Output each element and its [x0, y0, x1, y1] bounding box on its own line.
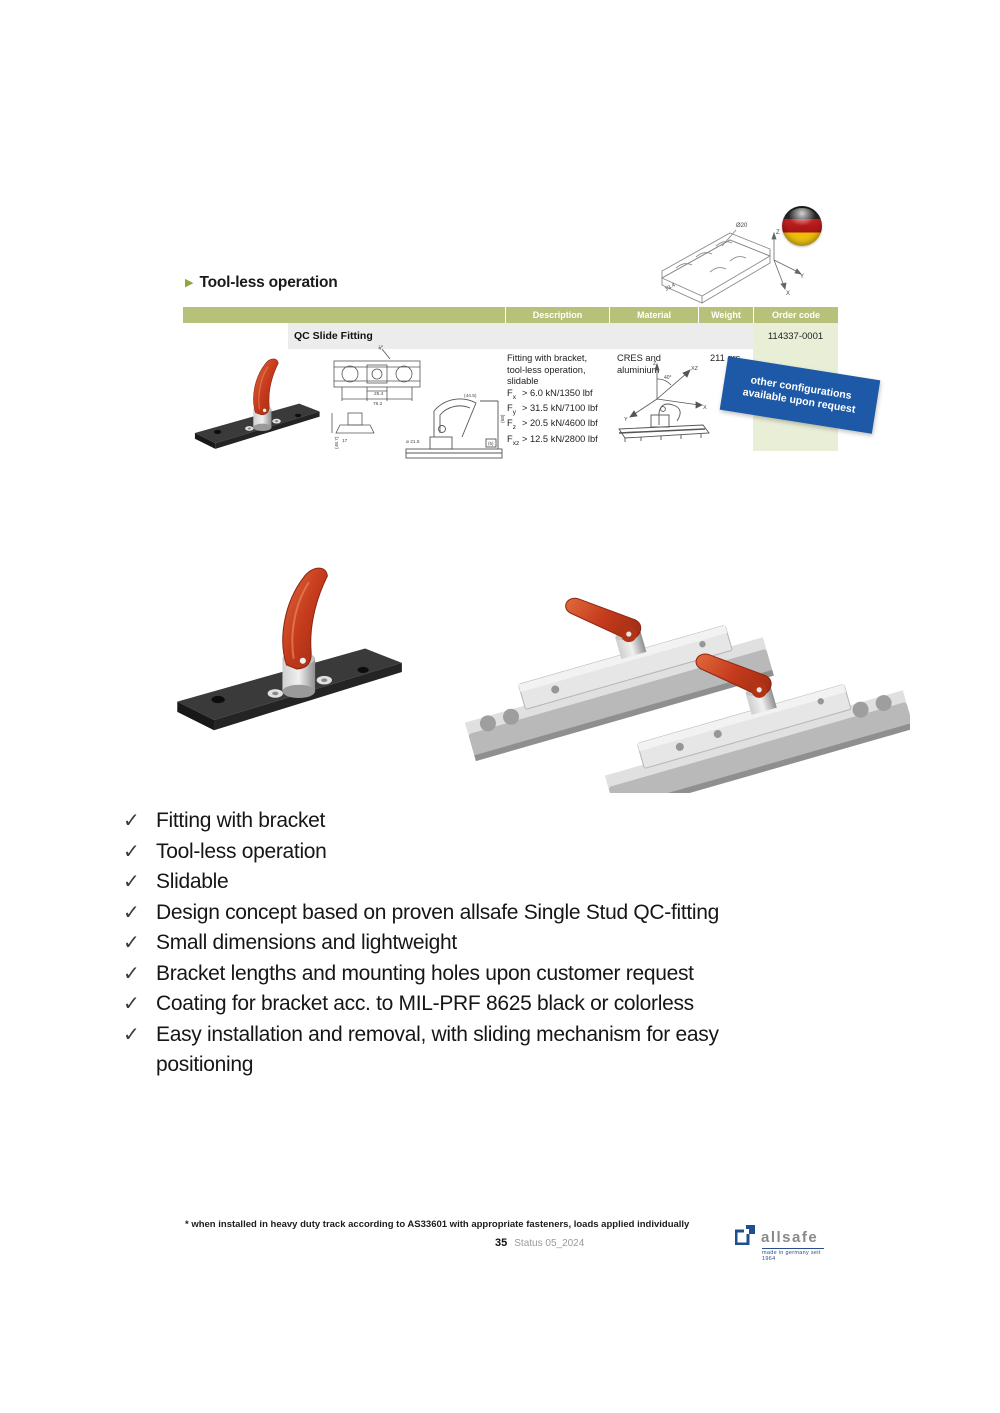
desc-line: tool-less operation, — [507, 364, 586, 375]
material-line: CRES and — [617, 353, 661, 363]
svg-text:17: 17 — [342, 438, 348, 444]
feature-text: Design concept based on proven allsafe S… — [156, 900, 720, 924]
feature-text: Small dimensions and lightweight — [156, 931, 457, 954]
status-label: Status 05_2024 — [514, 1238, 585, 1249]
svg-text:Z: Z — [776, 230, 780, 236]
check-icon: ✓ — [123, 810, 140, 832]
svg-text:(44.5): (44.5) — [464, 393, 477, 399]
product-name-row: QC Slide Fitting 114337-0001 — [183, 323, 838, 349]
svg-text:X: X — [786, 291, 790, 297]
svg-text:Y: Y — [800, 274, 804, 280]
load-direction-sketch: Z XZ Y X 40° — [618, 361, 710, 442]
desc-line: Fitting with bracket, — [507, 353, 588, 363]
svg-text:25.4: 25.4 — [374, 391, 384, 397]
page-info: 35 Status 05_2024 — [495, 1237, 584, 1249]
feature-text: Coating for bracket acc. to MIL-PRF 8625… — [156, 992, 694, 1015]
feature-text: Easy installation and removal, with slid… — [156, 1022, 719, 1077]
check-icon: ✓ — [123, 962, 140, 985]
force-spec: Fx > 6.0 kN/1350 lbf — [507, 387, 593, 401]
material-line: aluminium — [617, 364, 660, 375]
force-spec: Fy > 31.5 kN/7100 lbf — [507, 402, 598, 416]
product-content-row: 25.4 76.2 ø20 (48.7) 17 — [183, 345, 838, 461]
feature-checklist: ✓ Fitting with bracket ✓ Tool-less opera… — [123, 806, 788, 1081]
check-icon: ✓ — [123, 932, 140, 954]
svg-text:76.2: 76.2 — [373, 401, 383, 407]
logo-tagline: made in germany seit 1964 — [762, 1248, 824, 1262]
page-title: Tool-less operation — [199, 274, 338, 291]
technical-drawings: 25.4 76.2 ø20 (48.7) 17 — [331, 345, 506, 459]
feature-item: ✓ Coating for bracket acc. to MIL-PRF 86… — [123, 989, 788, 1020]
allsafe-wordmark: allsafe — [761, 1229, 819, 1246]
svg-text:Y: Y — [624, 417, 628, 423]
section-heading: ▶ Tool-less operation — [185, 274, 338, 292]
svg-text:XZ: XZ — [691, 366, 699, 372]
svg-text:Ø20: Ø20 — [736, 223, 748, 229]
feature-item: ✓ Slidable — [123, 867, 788, 898]
force-spec: Fz > 20.5 kN/4600 lbf — [507, 418, 598, 432]
track-rail-drawing: Ø20 33.4 Z Y X — [660, 223, 804, 304]
col-material: Material — [609, 307, 698, 323]
svg-text:(5): (5) — [488, 441, 494, 446]
desc-line: slidable — [507, 376, 539, 386]
feature-item: ✓ Tool-less operation — [123, 837, 788, 868]
check-icon: ✓ — [123, 840, 140, 863]
col-weight: Weight — [698, 307, 753, 323]
svg-text:Z: Z — [653, 361, 657, 367]
description-cell: Fitting with bracket, tool-less operatio… — [507, 353, 609, 449]
german-flag-icon — [782, 206, 822, 246]
table-header-row: Description Material Weight Order code — [183, 307, 838, 323]
col-order-code: Order code — [753, 307, 838, 323]
feature-item: ✓ Bracket lengths and mounting holes upo… — [123, 959, 788, 990]
col-description: Description — [505, 307, 609, 323]
feature-text: Tool-less operation — [156, 839, 327, 863]
product-name: QC Slide Fitting — [288, 323, 753, 349]
feature-text: Fitting with bracket — [156, 809, 326, 832]
svg-text:ø20: ø20 — [377, 345, 387, 351]
heading-arrow-icon: ▶ — [185, 276, 194, 289]
check-icon: ✓ — [123, 993, 140, 1015]
product-photo-fitting — [176, 567, 403, 732]
material-cell: CRES and aluminium — [617, 353, 705, 376]
feature-item: ✓ Design concept based on proven allsafe… — [123, 898, 788, 929]
svg-text:ø 21.5: ø 21.5 — [406, 439, 420, 445]
product-spec-table: Description Material Weight Order code Q… — [183, 307, 838, 459]
order-code-value: 114337-0001 — [753, 323, 838, 349]
check-icon: ✓ — [123, 901, 140, 924]
page-number: 35 — [495, 1237, 508, 1249]
svg-text:(48.7): (48.7) — [334, 436, 340, 449]
svg-text:33.4: 33.4 — [664, 282, 676, 292]
svg-text:40°: 40° — [664, 375, 672, 381]
feature-text: Slidable — [156, 870, 229, 893]
table-header-spacer — [183, 307, 505, 323]
feature-item: ✓ Fitting with bracket — [123, 806, 788, 837]
check-icon: ✓ — [123, 1023, 140, 1046]
product-photo-small — [194, 358, 321, 450]
allsafe-logo-icon — [735, 1225, 755, 1245]
feature-item: ✓ Easy installation and removal, with sl… — [123, 1020, 788, 1081]
check-icon: ✓ — [123, 871, 140, 893]
feature-text: Bracket lengths and mounting holes upon … — [156, 961, 694, 985]
svg-text:(68): (68) — [500, 414, 506, 423]
feature-item: ✓ Small dimensions and lightweight — [123, 928, 788, 959]
svg-text:X: X — [703, 405, 707, 411]
product-photo-rails — [445, 578, 910, 793]
force-spec: Fxz > 12.5 kN/2800 lbf — [507, 433, 598, 447]
name-row-spacer — [183, 323, 288, 349]
weight-cell: 211 grs. — [710, 353, 743, 363]
allsafe-logo: allsafe made in germany seit 1964 — [735, 1224, 845, 1262]
footnote: * when installed in heavy duty track acc… — [185, 1219, 690, 1230]
